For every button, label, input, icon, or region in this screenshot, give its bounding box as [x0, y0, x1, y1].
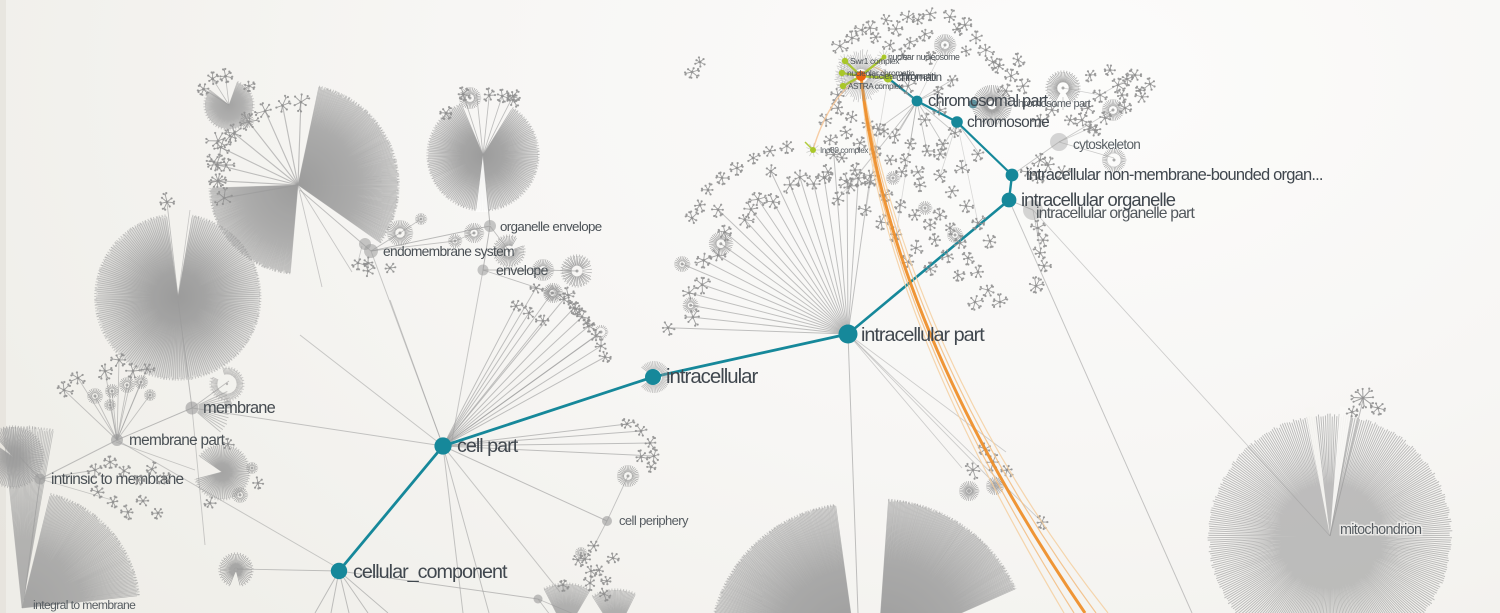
svg-text:intracellular organelle: intracellular organelle [1021, 189, 1176, 210]
svg-text:mitochondrion: mitochondrion [1340, 522, 1422, 538]
svg-text:nuclear nucleosome: nuclear nucleosome [888, 52, 960, 62]
svg-text:cytoskeleton: cytoskeleton [1073, 137, 1140, 152]
svg-text:integral to membrane: integral to membrane [33, 598, 136, 612]
svg-text:nuclear chromatin: nuclear chromatin [869, 71, 936, 82]
svg-text:intracellular non-membrane-bou: intracellular non-membrane-bounded organ… [1026, 166, 1323, 184]
svg-text:envelope: envelope [496, 262, 548, 278]
svg-text:chromosome: chromosome [967, 114, 1049, 131]
svg-text:chromatin: chromatin [896, 71, 942, 84]
svg-text:organelle envelope: organelle envelope [500, 219, 602, 234]
svg-text:chromosome part: chromosome part [1013, 98, 1091, 110]
svg-text:intracellular: intracellular [666, 366, 758, 388]
svg-text:cell part: cell part [457, 435, 519, 457]
svg-text:membrane: membrane [203, 399, 276, 417]
svg-text:nucleolar chromatin: nucleolar chromatin [847, 68, 915, 78]
svg-text:cell periphery: cell periphery [619, 513, 689, 528]
svg-text:cellular_component: cellular_component [353, 561, 508, 583]
svg-text:intracellular part: intracellular part [861, 324, 985, 346]
svg-text:chromosomal part: chromosomal part [928, 92, 1048, 110]
svg-text:Swr1 complex: Swr1 complex [850, 56, 900, 66]
svg-text:intrinsic to membrane: intrinsic to membrane [51, 471, 184, 488]
svg-text:endomembrane system: endomembrane system [383, 244, 514, 259]
svg-text:Ino80 complex: Ino80 complex [820, 146, 868, 155]
svg-text:intracellular organelle part: intracellular organelle part [1036, 205, 1196, 222]
svg-text:membrane part: membrane part [129, 432, 226, 449]
svg-text:ASTRA complex: ASTRA complex [848, 82, 903, 91]
